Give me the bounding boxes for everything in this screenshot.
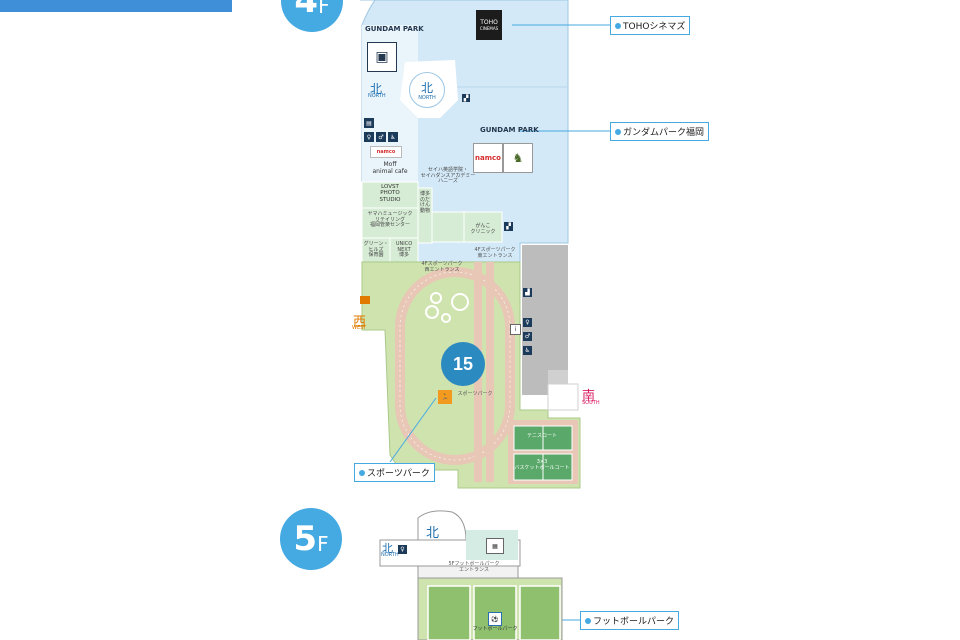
stairs-icon: ▞ [504, 222, 513, 231]
wheelchair-icon: ♿ [523, 346, 532, 355]
floor-number: 4 [294, 0, 319, 21]
north-en-label-5f: NORTH [381, 552, 399, 558]
north-en-label: NORTH [418, 94, 436, 101]
namco-small-logo[interactable]: namco [370, 146, 402, 158]
callout-toho[interactable]: TOHOシネマズ [610, 16, 691, 35]
north-label: 北 [420, 80, 433, 95]
restroom-icon: ♂ [376, 132, 386, 142]
restroom-icon: ♀ [398, 545, 407, 554]
football-park-label: フットボールパーク [472, 626, 518, 632]
gundam-park-logo: GUNDAM PARK [480, 126, 539, 134]
gundam-statue-icon[interactable]: ♞ [503, 143, 533, 173]
callout-label: スポーツパーク [367, 469, 430, 479]
shop-pet[interactable]: 博多 のだけん 動物 [419, 191, 430, 214]
callout-dot [615, 22, 621, 29]
elevator-icon: ▤ [364, 118, 374, 128]
park-entrance-west: 4Fスポーツパーク 西エントランス [421, 261, 463, 273]
map-number-badge[interactable]: 15 [441, 342, 485, 386]
north-label-5f: 北 [426, 526, 440, 541]
restroom-icon: ♂ [523, 332, 532, 341]
toho-cinemas-logo[interactable]: TOHO CINEMAS [476, 10, 502, 40]
callout-label: ガンダムパーク福岡 [623, 128, 705, 138]
basketball-court-label: 3×3 バスケットボールコート [514, 459, 570, 471]
shop-unico[interactable]: UNICO NEXT 博多 [395, 241, 413, 258]
north-atrium-marker[interactable]: 北 NORTH [409, 72, 445, 108]
callout-dot [585, 617, 591, 624]
callout-sports[interactable]: スポーツパーク [354, 463, 435, 482]
shop-yamaha[interactable]: ヤマハミュージック リテイリング 福岡管楽センター [367, 211, 413, 228]
north-label-left: 北 [370, 82, 383, 96]
gundam-shop-icon[interactable]: ▣ [367, 42, 397, 72]
callout-football[interactable]: フットボールパーク [580, 611, 680, 630]
football-entrance-label: 5Fフットボールパーク エントランス [448, 561, 500, 573]
gundam-park-logo-small: GUNDAM PARK [365, 25, 424, 33]
south-label: 南 [582, 389, 596, 404]
namco-logo[interactable]: namco [473, 143, 503, 173]
info-icon: i [510, 324, 521, 335]
restroom-icon: ♀ [364, 132, 374, 142]
shop-dance[interactable]: セイハ英語学院・ セイハダンスアカデミー ハニーズ [420, 167, 476, 184]
callout-dot [359, 469, 365, 476]
callout-dot [615, 128, 621, 135]
west-label: 西 [353, 315, 367, 330]
floor-suffix: F [317, 532, 329, 556]
shop-clinic[interactable]: がんこ クリニック [470, 223, 496, 235]
shop-lovst[interactable]: LOVST PHOTO STUDIO [379, 184, 401, 203]
wheelchair-icon: ♿ [388, 132, 398, 142]
floor-suffix: F [318, 0, 330, 18]
sports-runner-icon: 🏃 [438, 390, 452, 404]
football-player-icon: ⚽ [488, 612, 502, 626]
north-en-label-left: NORTH [368, 93, 386, 99]
callout-gundam[interactable]: ガンダムパーク福岡 [610, 122, 710, 141]
header-tab [0, 0, 232, 12]
west-en-label: WEST [352, 325, 367, 331]
callout-label: TOHOシネマズ [623, 22, 686, 32]
shop-green-hills[interactable]: グリーン・ ヒルズ 保育園 [363, 241, 389, 258]
tennis-court-label: テニスコート [526, 433, 557, 439]
north-label-5f-left: 北 [382, 542, 393, 555]
sports-park-label: スポーツパーク [457, 391, 493, 397]
restroom-icon: ♀ [523, 318, 532, 327]
shop-moff[interactable]: Moff animal cafe [372, 161, 408, 175]
shop-sign-icon: ▦ [486, 538, 504, 554]
callout-label: フットボールパーク [593, 617, 675, 627]
logo-line-2: CINEMAS [479, 26, 499, 31]
logo-line-1: TOHO [480, 19, 498, 26]
stairs-icon: ▞ [462, 94, 470, 102]
floor-number: 5 [293, 519, 318, 559]
south-en-label: SOUTH [582, 400, 600, 406]
escalator-icon: ▟ [523, 288, 532, 297]
park-entrance-east: 4Fスポーツパーク 東エントランス [474, 247, 516, 259]
